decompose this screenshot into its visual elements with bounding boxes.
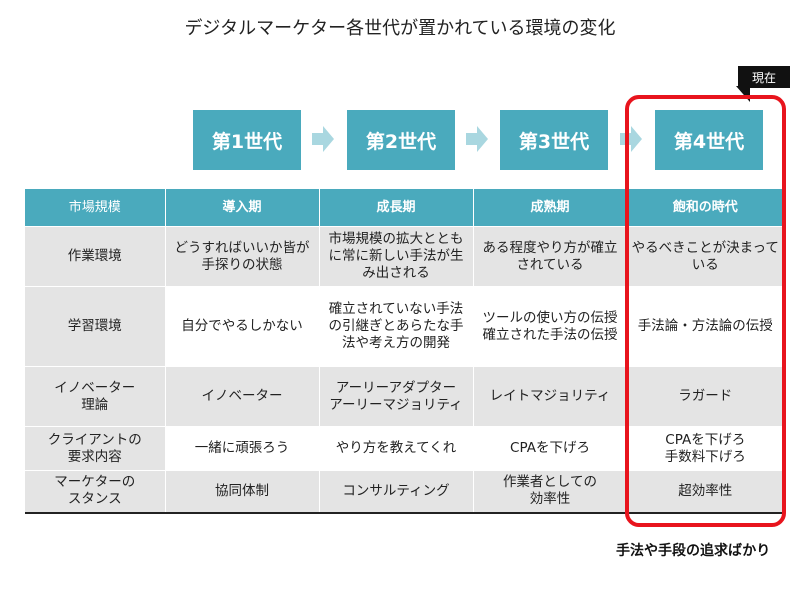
table-cell: 作業者としての効率性 [472,470,627,513]
row-label: マーケターのスタンス [25,470,165,513]
table-cell: ラガード [626,366,783,427]
table-row: 学習環境 自分でやるしかない 確立されていない手法の引継ぎとあらたな手法や考え方… [25,286,783,367]
table-cell: 一緒に頑張ろう [164,426,319,471]
table-cell: CPAを下げろ手数料下げろ [626,426,783,471]
table-cell: 協同体制 [164,470,319,513]
table-cell: 手法論・方法論の伝授 [626,286,783,367]
comparison-table: 市場規模 導入期 成長期 成熟期 飽和の時代 作業環境 どうすればいいか皆が手探… [25,189,783,514]
table-cell: どうすればいいか皆が手探りの状態 [164,226,319,287]
table-row: イノベーター理論 イノベーター アーリーアダプターアーリーマジョリティ レイトマ… [25,366,783,427]
current-generation-highlight [625,95,786,527]
current-badge: 現在 [738,66,790,88]
row-label: 作業環境 [25,226,165,287]
header-saturation: 飽和の時代 [626,189,783,227]
table-header-row: 市場規模 導入期 成長期 成熟期 飽和の時代 [25,189,783,227]
row-label: 学習環境 [25,286,165,367]
table-row: クライアントの要求内容 一緒に頑張ろう やり方を教えてくれ CPAを下げろ CP… [25,426,783,471]
highlight-caption: 手法や手段の追求ばかり [616,543,771,559]
header-growth: 成長期 [318,189,473,227]
table-cell: 確立されていない手法の引継ぎとあらたな手法や考え方の開発 [318,286,473,367]
table-cell: アーリーアダプターアーリーマジョリティ [318,366,473,427]
generation-2-box: 第2世代 [347,110,455,170]
table-row: マーケターのスタンス 協同体制 コンサルティング 作業者としての効率性 超効率性 [25,470,783,513]
header-maturity: 成熟期 [472,189,627,227]
row-label: イノベーター理論 [25,366,165,427]
header-market-size: 市場規模 [25,189,165,227]
generation-3-box: 第3世代 [500,110,608,170]
generation-4-box: 第4世代 [655,110,763,170]
table-cell: やるべきことが決まっている [626,226,783,287]
generation-1-box: 第1世代 [193,110,301,170]
table-row: 作業環境 どうすればいいか皆が手探りの状態 市場規模の拡大とともに常に新しい手法… [25,226,783,287]
table-cell: ツールの使い方の伝授確立された手法の伝授 [472,286,627,367]
table-cell: 自分でやるしかない [164,286,319,367]
table-cell: CPAを下げろ [472,426,627,471]
table-cell: レイトマジョリティ [472,366,627,427]
table-cell: イノベーター [164,366,319,427]
arrow-right-icon [466,126,488,152]
page-title: デジタルマーケター各世代が置かれている環境の変化 [184,18,616,39]
table-cell: 市場規模の拡大とともに常に新しい手法が生み出される [318,226,473,287]
table-cell: コンサルティング [318,470,473,513]
arrow-right-icon [620,126,642,152]
table-cell: ある程度やり方が確立されている [472,226,627,287]
arrow-right-icon [312,126,334,152]
row-label: クライアントの要求内容 [25,426,165,471]
header-introduction: 導入期 [164,189,319,227]
table-cell: やり方を教えてくれ [318,426,473,471]
